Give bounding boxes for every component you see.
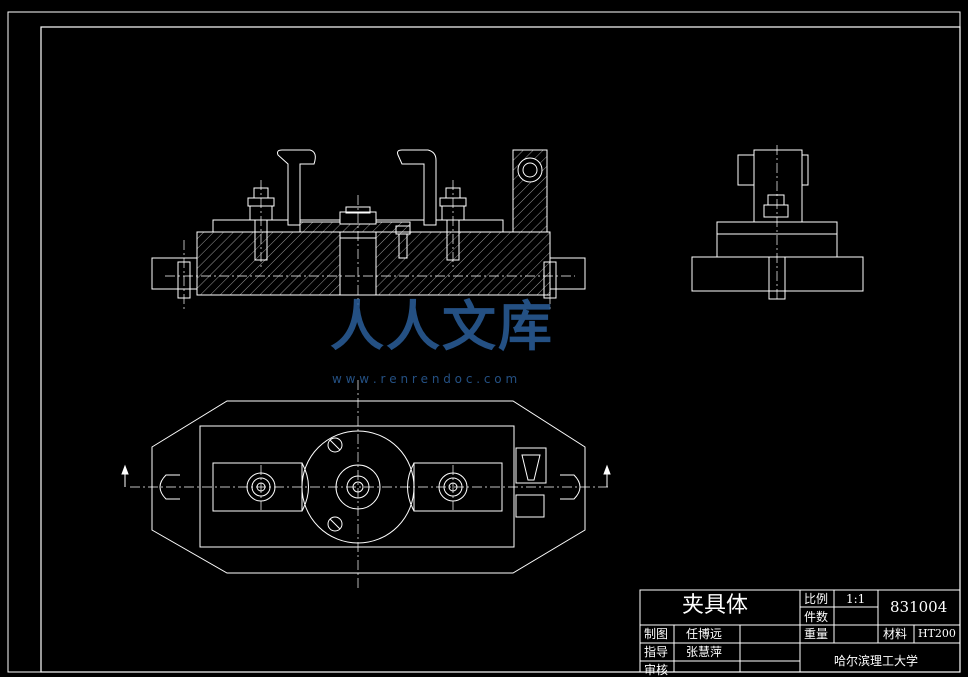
inner-frame	[40, 26, 961, 673]
qty-label: 件数	[804, 610, 829, 624]
drawn-label: 制图	[644, 627, 669, 641]
material-value: HT200	[918, 627, 956, 640]
weight-label: 重量	[804, 627, 829, 641]
scale-label: 比例	[804, 592, 829, 606]
title-block-grid	[639, 589, 961, 673]
side-view	[691, 145, 864, 300]
guide-label: 指导	[644, 645, 669, 659]
part-name: 夹具体	[682, 593, 749, 618]
material-label: 材料	[883, 627, 908, 641]
guide-name: 张慧萍	[686, 645, 723, 659]
scale-value: 1:1	[846, 592, 866, 606]
school-name: 哈尔滨理工大学	[834, 654, 919, 668]
watermark-brand: 人人文库	[330, 295, 554, 358]
drawing-number: 831004	[890, 598, 948, 616]
drawn-name: 任博远	[686, 627, 723, 641]
section-arrows	[121, 464, 611, 487]
watermark-url: w w w . r e n r e n d o c . c o m	[332, 372, 518, 386]
review-label: 审核	[644, 663, 669, 677]
front-centerlines	[165, 180, 575, 310]
top-centerlines	[130, 380, 610, 590]
